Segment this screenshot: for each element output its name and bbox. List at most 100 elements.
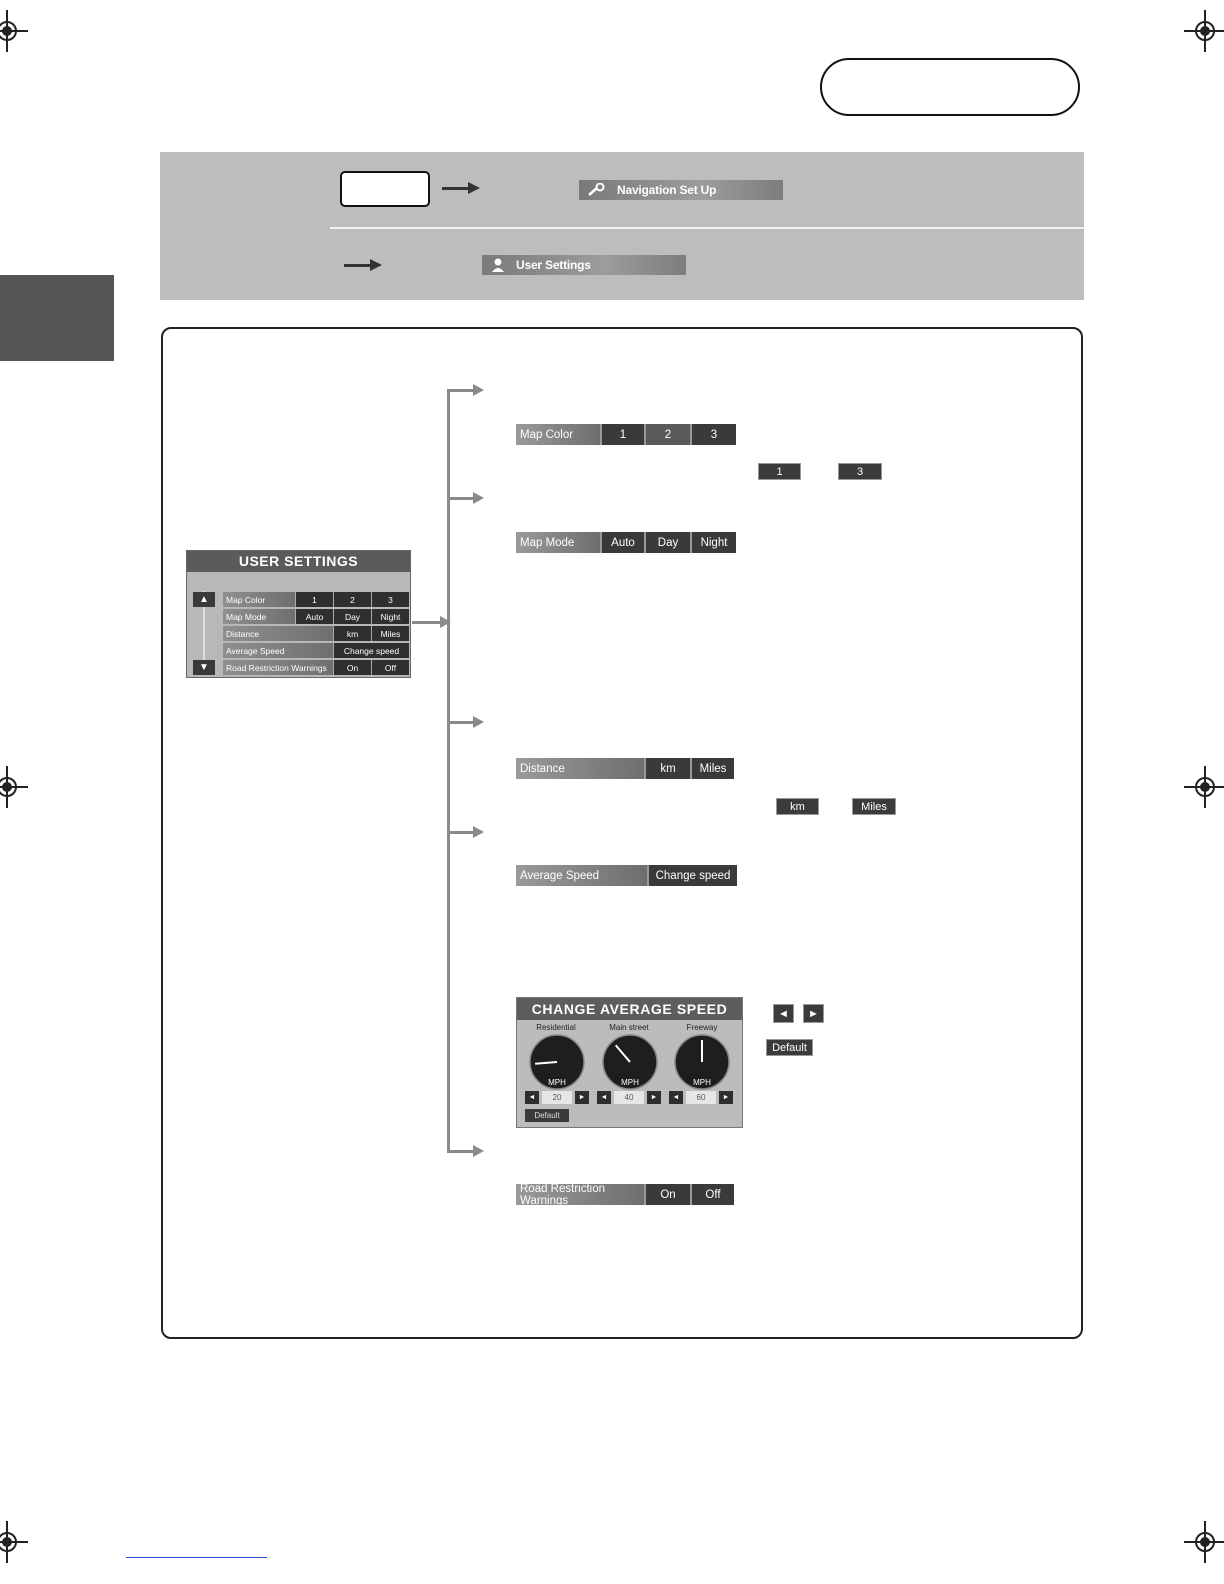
distance-example-miles[interactable]: Miles <box>852 798 896 815</box>
registration-mark-mid-right <box>1184 766 1224 808</box>
us-distance-km[interactable]: km <box>333 626 371 641</box>
map-mode-day-button[interactable]: Day <box>644 532 690 553</box>
distance-miles-button[interactable]: Miles <box>690 758 734 779</box>
procedure-band <box>160 152 1084 300</box>
registration-mark-top-right <box>1184 10 1224 52</box>
us-row-label: Distance <box>223 626 333 641</box>
user-settings-screen: USER SETTINGS ▲ ▼ Map Color 1 2 3 Map Mo… <box>186 550 411 678</box>
map-mode-auto-button[interactable]: Auto <box>600 532 644 553</box>
residential-decrease-button[interactable]: ◄ <box>525 1091 539 1104</box>
average-speed-label: Average Speed <box>516 865 647 886</box>
us-change-speed-button[interactable]: Change speed <box>333 643 409 658</box>
scroll-down-button[interactable]: ▼ <box>193 660 215 675</box>
example-left-arrow-button[interactable]: ◄ <box>773 1004 794 1023</box>
change-speed-button[interactable]: Change speed <box>647 865 737 886</box>
registration-mark-bottom-left <box>0 1521 28 1563</box>
distance-example-km[interactable]: km <box>776 798 819 815</box>
navigation-setup-label: Navigation Set Up <box>617 183 717 197</box>
freeway-speed-control: ◄ 60 ► <box>669 1091 733 1104</box>
gauge-label-freeway: Freeway <box>686 1023 718 1032</box>
us-road-off[interactable]: Off <box>371 660 409 675</box>
road-restriction-on-button[interactable]: On <box>644 1184 690 1205</box>
us-map-mode-auto[interactable]: Auto <box>295 609 333 624</box>
cas-default-button[interactable]: Default <box>525 1109 569 1122</box>
navigation-setup-menu-item[interactable]: Navigation Set Up <box>579 180 783 200</box>
map-color-3-button[interactable]: 3 <box>690 424 736 445</box>
speed-gauge-freeway: MPH <box>674 1034 730 1090</box>
distance-label: Distance <box>516 758 644 779</box>
main-street-decrease-button[interactable]: ◄ <box>597 1091 611 1104</box>
registration-mark-bottom-right <box>1184 1521 1224 1563</box>
scroll-up-button[interactable]: ▲ <box>193 592 215 607</box>
freeway-decrease-button[interactable]: ◄ <box>669 1091 683 1104</box>
us-row-label: Road Restriction Warnings <box>223 660 333 675</box>
distance-setting: Distance km Miles <box>516 758 734 779</box>
map-color-2-button[interactable]: 2 <box>644 424 690 445</box>
page-label-pill <box>820 58 1080 116</box>
map-mode-setting: Map Mode Auto Day Night <box>516 532 736 553</box>
example-right-arrow-button[interactable]: ► <box>803 1004 824 1023</box>
residential-speed-value: 20 <box>542 1091 572 1104</box>
road-restriction-off-button[interactable]: Off <box>690 1184 734 1205</box>
speed-gauge-main-street: MPH <box>602 1034 658 1090</box>
gauge-label-main-street: Main street <box>609 1023 649 1032</box>
map-color-1-button[interactable]: 1 <box>600 424 644 445</box>
user-settings-label: User Settings <box>516 258 591 272</box>
gauge-unit: MPH <box>693 1078 711 1087</box>
us-row-distance: Distance km Miles <box>223 626 409 641</box>
freeway-increase-button[interactable]: ► <box>719 1091 733 1104</box>
user-settings-menu-item[interactable]: User Settings <box>482 255 686 275</box>
us-row-map-mode: Map Mode Auto Day Night <box>223 609 409 624</box>
us-row-road-restriction: Road Restriction Warnings On Off <box>223 660 409 675</box>
hardware-key-button[interactable] <box>340 171 430 207</box>
flow-arrow-main <box>412 616 451 628</box>
main-street-speed-value: 40 <box>614 1091 644 1104</box>
step-arrow-2 <box>344 259 382 271</box>
map-mode-night-button[interactable]: Night <box>690 532 736 553</box>
content-frame <box>161 327 1083 1339</box>
map-mode-label: Map Mode <box>516 532 600 553</box>
us-map-color-2[interactable]: 2 <box>333 592 371 607</box>
step-arrow-1 <box>442 182 480 194</box>
map-color-example-1[interactable]: 1 <box>758 463 801 480</box>
wrench-icon <box>588 183 605 196</box>
road-restriction-label: Road Restriction Warnings <box>516 1183 644 1207</box>
procedure-divider <box>330 227 1084 229</box>
flow-arrow-map-color <box>447 384 484 396</box>
footer-link-underline <box>126 1557 267 1558</box>
registration-mark-mid-left <box>0 766 28 808</box>
map-color-setting: Map Color 1 2 3 <box>516 424 736 445</box>
person-icon <box>492 258 504 272</box>
us-map-mode-night[interactable]: Night <box>371 609 409 624</box>
us-map-color-1[interactable]: 1 <box>295 592 333 607</box>
map-color-example-3[interactable]: 3 <box>838 463 882 480</box>
gauge-needle <box>614 1044 631 1063</box>
flow-arrow-map-mode <box>447 492 484 504</box>
registration-mark-top-left <box>0 10 28 52</box>
gauge-label-residential: Residential <box>536 1023 576 1032</box>
us-row-label: Map Mode <box>223 609 295 624</box>
us-row-label: Average Speed <box>223 643 333 658</box>
flow-arrow-road-restriction <box>447 1145 484 1157</box>
residential-increase-button[interactable]: ► <box>575 1091 589 1104</box>
us-distance-miles[interactable]: Miles <box>371 626 409 641</box>
average-speed-setting: Average Speed Change speed <box>516 865 737 886</box>
user-settings-title: USER SETTINGS <box>187 551 410 572</box>
gauge-unit: MPH <box>621 1078 639 1087</box>
example-default-button[interactable]: Default <box>766 1039 813 1056</box>
distance-km-button[interactable]: km <box>644 758 690 779</box>
flow-trunk-line <box>447 390 450 1153</box>
flow-arrow-distance <box>447 716 484 728</box>
change-average-speed-screen: CHANGE AVERAGE SPEED Residential Main st… <box>516 997 743 1128</box>
gauge-needle <box>534 1061 558 1065</box>
main-street-increase-button[interactable]: ► <box>647 1091 661 1104</box>
chapter-side-tab <box>0 275 114 361</box>
road-restriction-setting: Road Restriction Warnings On Off <box>516 1183 734 1207</box>
gauge-unit: MPH <box>548 1078 566 1087</box>
change-average-speed-title: CHANGE AVERAGE SPEED <box>517 998 742 1020</box>
us-map-mode-day[interactable]: Day <box>333 609 371 624</box>
us-road-on[interactable]: On <box>333 660 371 675</box>
speed-gauge-residential: MPH <box>529 1034 585 1090</box>
us-row-map-color: Map Color 1 2 3 <box>223 592 409 607</box>
us-map-color-3[interactable]: 3 <box>371 592 409 607</box>
